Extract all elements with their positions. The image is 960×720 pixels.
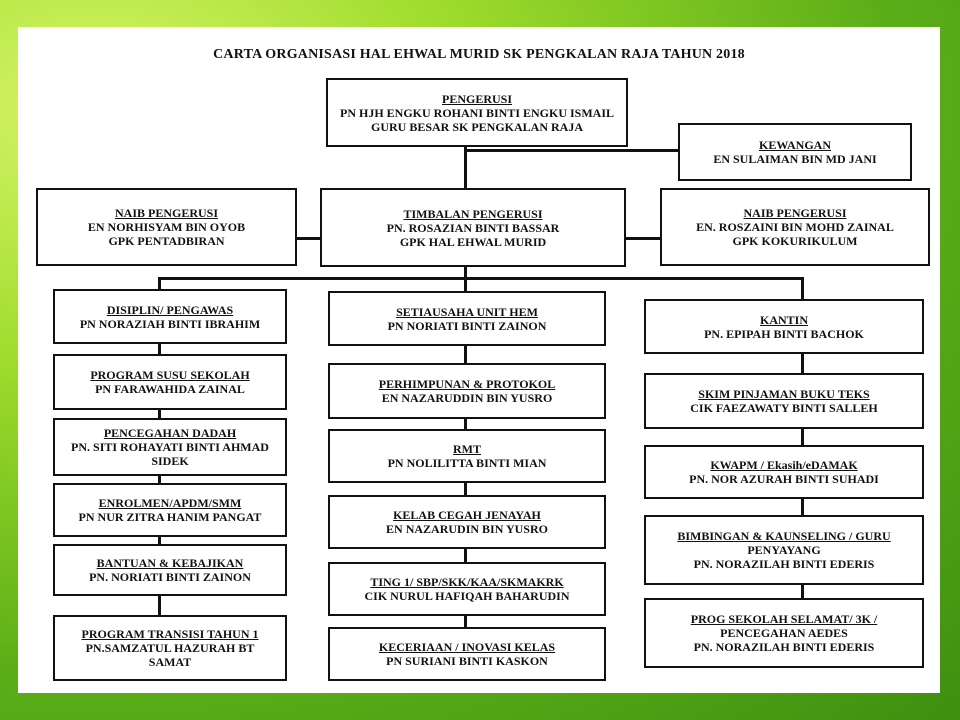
box-title: SETIAUSAHA UNIT HEM [396,304,538,319]
connector-col2-b [464,417,467,429]
connector-col3-d [801,584,804,598]
connector-col3-drop [801,277,804,299]
box-title: ENROLMEN/APDM/SMM [98,496,242,510]
box-line: PENCEGAHAN AEDES [720,626,848,640]
box-line: GPK HAL EHWAL MURID [399,234,547,249]
box-line: PN. ROSAZIAN BINTI BASSAR [386,220,560,235]
box-title: KWAPM / Ekasih/eDAMAK [710,458,858,472]
box-title: KANTIN [759,312,808,327]
box-title: PENCEGAHAN DADAH [103,426,237,440]
box-line: CIK FAEZAWATY BINTI SALLEH [690,401,878,415]
box-title: KECERIAAN / INOVASI KELAS [378,640,556,654]
box-line: PN FARAWAHIDA ZAINAL [95,382,245,396]
box-line: PN NOLILITTA BINTI MIAN [387,456,547,470]
box-line: PN SURIANI BINTI KASKON [386,654,548,668]
connector-naib-left [296,237,322,240]
connector-pengerusi-timbalan [464,147,467,189]
box-title: PENGERUSI [441,91,512,106]
box-line: SAMAT [148,655,192,669]
box-title: PROG SEKOLAH SELAMAT/ 3K / [690,612,878,626]
box-title: TIMBALAN PENGERUSI [403,206,543,221]
connector-col3-b [801,429,804,445]
box-title: KELAB CEGAH JENAYAH [393,508,541,522]
box-title: PERHIMPUNAN & PROTOKOL [378,377,556,391]
connector-col2-a [464,345,467,363]
box-line: PN NORAZIAH BINTI IBRAHIM [79,316,261,331]
connector-col2-e [464,615,467,627]
box-line: EN SULAIMAN BIN MD JANI [713,152,877,166]
connector-col2-d [464,549,467,562]
box-line: PN. NOR AZURAH BINTI SUHADI [689,472,879,486]
box-line: EN NORHISYAM BIN OYOB [87,220,246,234]
box-line: GURU BESAR SK PENGKALAN RAJA [370,119,584,134]
box-line: PENYAYANG [747,543,821,557]
box-line: PN. EPIPAH BINTI BACHOK [704,326,864,341]
box-title: PROGRAM TRANSISI TAHUN 1 [81,627,259,641]
box-line: PN HJH ENGKU ROHANI BINTI ENGKU ISMAIL [339,105,615,120]
box-line: PN.SAMZATUL HAZURAH BT [85,641,255,655]
box-title: BIMBINGAN & KAUNSELING / GURU [677,529,891,543]
box-title: KEWANGAN [758,138,831,152]
box-title: PROGRAM SUSU SEKOLAH [90,368,250,382]
box-line: PN NUR ZITRA HANIM PANGAT [78,510,262,524]
connector-col1-e [158,596,161,615]
connector-kewangan [464,149,680,152]
box-title: SKIM PINJAMAN BUKU TEKS [698,387,870,401]
slide: CARTA ORGANISASI HAL EHWAL MURID SK PENG… [18,27,940,693]
connector-col1-b [158,409,161,418]
box-title: DISIPLIN/ PENGAWAS [106,302,234,317]
box-line: PN. NORIATI BINTI ZAINON [89,570,251,584]
connector-col3-a [801,353,804,373]
box-line: PN. SITI ROHAYATI BINTI AHMAD [71,440,269,454]
connector-col1-d [158,537,161,544]
box-line: SIDEK [151,454,189,468]
box-line: PN. NORAZILAH BINTI EDERIS [693,640,875,654]
connector-col2-drop [464,277,467,291]
box-line: EN NAZARUDDIN BIN YUSRO [381,391,553,405]
box-line: GPK PENTADBIRAN [108,234,225,248]
box-title: NAIB PENGERUSI [743,206,847,220]
box-title: RMT [453,442,481,456]
connector-timbalan-down [464,267,467,279]
connector-col3-c [801,499,804,515]
box-line: EN NAZARUDIN BIN YUSRO [386,522,548,536]
chart-title: CARTA ORGANISASI HAL EHWAL MURID SK PENG… [213,47,745,62]
box-line: PN NORIATI BINTI ZAINON [387,318,547,333]
connector-col1-a [158,342,161,354]
box-title: NAIB PENGERUSI [114,206,219,220]
col3-box-4: PROG SEKOLAH SELAMAT/ 3K /PENCEGAHAN AED… [644,598,924,668]
box-title: TING 1/ SBP/SKK/KAA/SKMAKRK [370,575,564,589]
connector-horizontal-bus [158,277,803,280]
box-line: GPK KOKURIKULUM [732,234,858,248]
box-line: EN. ROSZAINI BIN MOHD ZAINAL [696,220,894,234]
box-title: BANTUAN & KEBAJIKAN [96,556,244,570]
connector-col1-drop [158,277,161,289]
box-line: PN. NORAZILAH BINTI EDERIS [693,557,875,571]
box-line: CIK NURUL HAFIQAH BAHARUDIN [364,589,570,603]
connector-col1-c [158,476,161,483]
connector-col2-c [464,483,467,495]
connector-naib-right [626,237,660,240]
